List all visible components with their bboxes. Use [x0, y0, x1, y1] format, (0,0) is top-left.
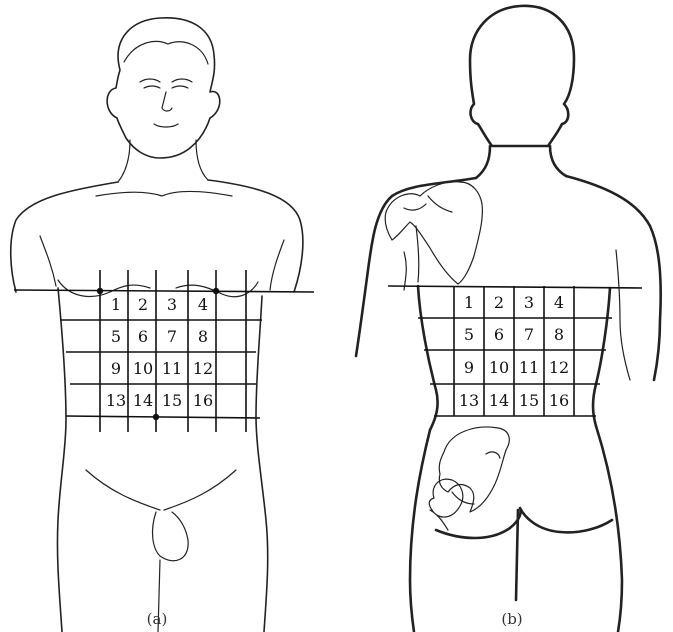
front-hairline [124, 41, 208, 64]
front-nose [162, 92, 172, 111]
front-cell-4: 4 [198, 295, 208, 314]
back-left-hip [410, 430, 430, 632]
back-cell-16: 16 [549, 391, 569, 410]
front-left-nipple-dot [97, 288, 103, 294]
front-left-eye [140, 79, 160, 82]
front-cell-11: 11 [162, 359, 182, 378]
front-cell-10: 10 [133, 359, 153, 378]
back-cell-14: 14 [489, 391, 509, 410]
front-cell-13: 13 [106, 391, 126, 410]
front-neck-right [196, 140, 208, 180]
front-right-nipple-dot [213, 288, 219, 294]
back-cell-13: 13 [459, 391, 479, 410]
front-left-shoulder-arm [11, 182, 118, 292]
front-head-outline [107, 18, 220, 158]
front-cell-7: 7 [167, 327, 177, 346]
back-neck-right [550, 146, 566, 176]
front-torso-right [256, 296, 268, 632]
front-mouth [154, 124, 178, 127]
panel-back-view: 1 2 3 4 5 6 7 8 9 10 11 12 13 14 15 16 [356, 6, 661, 632]
front-chest-left [58, 280, 150, 296]
back-cell-3: 3 [524, 293, 534, 312]
front-left-arm-inner [40, 236, 56, 286]
caption-front-view: (a) [147, 610, 168, 628]
front-cell-2: 2 [138, 295, 148, 314]
front-right-eye [172, 79, 192, 82]
front-neck-left [118, 140, 130, 182]
back-cell-15: 15 [519, 391, 539, 410]
back-cell-8: 8 [554, 325, 564, 344]
back-buttock-crease [436, 508, 612, 538]
front-cell-9: 9 [111, 359, 121, 378]
caption-back-view: (b) [501, 610, 522, 628]
back-cell-10: 10 [489, 358, 509, 377]
back-left-arm-inner [404, 252, 406, 290]
back-neck-left [476, 146, 490, 178]
back-scapula-detail [404, 196, 452, 282]
back-right-arm-inner [616, 250, 630, 380]
front-right-arm-inner [270, 240, 284, 290]
back-cell-1: 1 [464, 293, 474, 312]
front-cell-12: 12 [193, 359, 213, 378]
front-cell-3: 3 [167, 295, 177, 314]
front-grid-line-h5 [66, 416, 260, 418]
front-collarbone [96, 192, 232, 197]
back-left-shoulder [356, 178, 476, 356]
front-groin-left [86, 470, 160, 510]
back-cell-6: 6 [494, 325, 504, 344]
back-grid-line-h1 [388, 286, 642, 288]
front-torso-left [57, 288, 66, 632]
back-cell-12: 12 [549, 358, 569, 377]
back-cell-5: 5 [464, 325, 474, 344]
front-cell-8: 8 [198, 327, 208, 346]
front-cell-6: 6 [138, 327, 148, 346]
panel-front-view: 1 2 3 4 5 6 7 8 9 10 11 12 13 14 15 16 [11, 18, 314, 632]
front-right-eye-lid [172, 86, 188, 88]
back-pelvis [439, 427, 509, 512]
front-cell-1: 1 [111, 295, 121, 314]
front-groin-right [164, 470, 236, 510]
front-genitals [153, 512, 189, 561]
front-cell-5: 5 [111, 327, 121, 346]
back-right-hip [596, 426, 622, 632]
back-cell-9: 9 [464, 358, 474, 377]
back-cell-2: 2 [494, 293, 504, 312]
front-right-shoulder-arm [208, 180, 303, 292]
back-torso-left [418, 286, 438, 430]
back-cell-7: 7 [524, 325, 534, 344]
front-navel-dot [153, 414, 159, 420]
front-cell-14: 14 [133, 391, 153, 410]
back-pelvis-detail [452, 452, 500, 504]
front-cell-15: 15 [162, 391, 182, 410]
front-cell-16: 16 [193, 391, 213, 410]
back-cell-4: 4 [554, 293, 564, 312]
back-femur-head [429, 479, 463, 530]
back-cell-11: 11 [519, 358, 539, 377]
front-left-eye-lid [144, 86, 160, 88]
back-scapula [385, 182, 482, 284]
back-torso-right [593, 288, 610, 426]
back-head-outline [470, 6, 574, 146]
